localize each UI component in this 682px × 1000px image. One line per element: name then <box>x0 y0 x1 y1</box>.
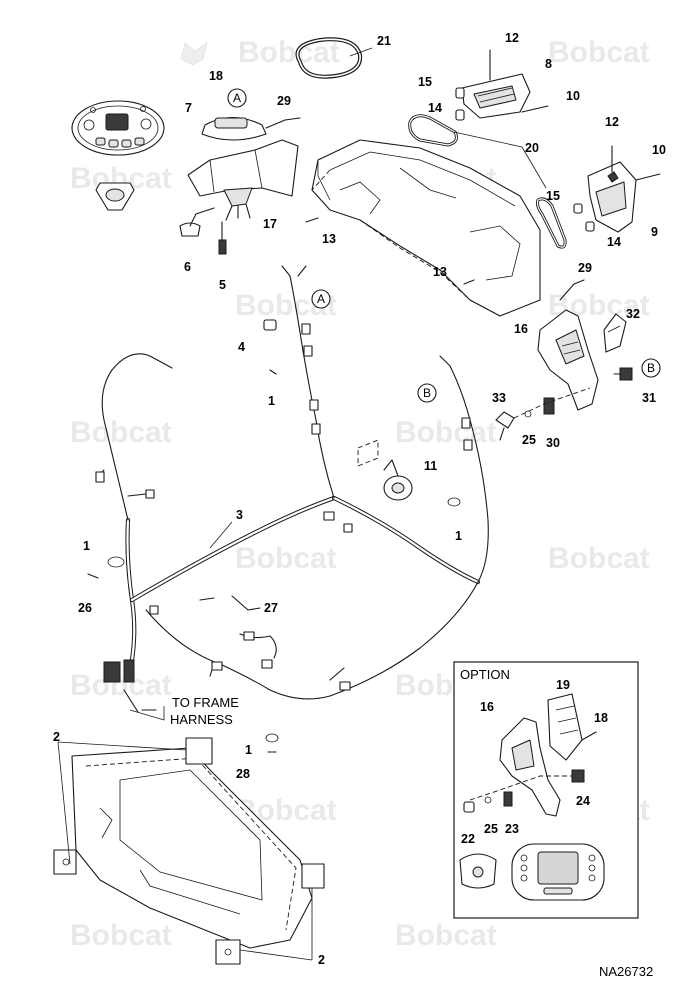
screws-illustration <box>305 217 475 285</box>
callout-number: 9 <box>651 225 658 239</box>
callout-number: 22 <box>461 832 475 846</box>
callout-number: 26 <box>78 601 92 615</box>
callout-number: 12 <box>505 31 519 45</box>
callout-number: 1 <box>268 394 275 408</box>
callout-number: 3 <box>236 508 243 522</box>
callout-number: 10 <box>652 143 666 157</box>
display-mount-illustration <box>179 116 301 255</box>
callout-number: 18 <box>594 711 608 725</box>
callout-number: 8 <box>545 57 552 71</box>
callout-number: 15 <box>418 75 432 89</box>
instrument-panel-illustration <box>71 100 165 156</box>
reference-marker <box>311 289 331 309</box>
callout-number: 5 <box>219 278 226 292</box>
option-box: OPTION <box>453 661 639 919</box>
side-console-illustration <box>537 279 633 411</box>
reference-marker <box>417 383 437 403</box>
callout-number: 27 <box>264 601 278 615</box>
callout-number: 14 <box>607 235 621 249</box>
watermark-text: Bobcat <box>70 416 172 449</box>
reference-marker <box>227 88 247 108</box>
callout-number: 33 <box>492 391 506 405</box>
callout-number: 13 <box>322 232 336 246</box>
callout-number: 15 <box>546 189 560 203</box>
to-frame-harness-label-line1: TO FRAME <box>172 695 239 710</box>
reference-marker-label: A <box>233 91 241 105</box>
callout-number: 31 <box>642 391 656 405</box>
callout-number: 7 <box>185 101 192 115</box>
callout-number: 17 <box>263 217 277 231</box>
callout-number: 28 <box>236 767 250 781</box>
callout-number: 16 <box>514 322 528 336</box>
watermark-text: Bobcat <box>548 542 650 575</box>
callout-number: 12 <box>605 115 619 129</box>
callout-number: 14 <box>428 101 442 115</box>
reference-markers: A A B B <box>227 88 661 403</box>
callout-number: 29 <box>277 94 291 108</box>
callout-number: 20 <box>525 141 539 155</box>
watermark-text: Bobcat <box>548 36 650 69</box>
reference-marker-label: A <box>317 292 325 306</box>
reference-marker-label: B <box>423 386 431 400</box>
callout-number: 16 <box>480 700 494 714</box>
callout-number: 30 <box>546 436 560 450</box>
callout-number: 13 <box>433 265 447 279</box>
callout-number: 25 <box>522 433 536 447</box>
lower-frame-illustration <box>53 733 325 965</box>
reference-marker <box>641 358 661 378</box>
panel-bezel-illustration <box>95 182 135 211</box>
callout-number: 21 <box>377 34 391 48</box>
callout-number: 29 <box>578 261 592 275</box>
callout-number: 10 <box>566 89 580 103</box>
callout-number: 6 <box>184 260 191 274</box>
callout-number: 11 <box>424 459 437 473</box>
cab-roof-illustration <box>311 139 541 317</box>
callout-number: 4 <box>238 340 245 354</box>
callout-number: 32 <box>626 307 640 321</box>
hose-coil-illustration <box>295 37 363 79</box>
watermark-text: Bobcat <box>235 542 337 575</box>
reference-marker-label: B <box>647 361 655 375</box>
to-frame-harness-label-line2: HARNESS <box>170 712 233 727</box>
callout-number: 1 <box>455 529 462 543</box>
callout-number: 1 <box>83 539 90 553</box>
drawing-number: NA26732 <box>599 964 653 979</box>
callout-number: 18 <box>209 69 223 83</box>
callout-number: 2 <box>318 953 325 967</box>
switch-parts-illustration <box>495 387 591 441</box>
callout-number: 2 <box>53 730 60 744</box>
callout-number: 25 <box>484 822 498 836</box>
option-title: OPTION <box>460 667 510 682</box>
light-assembly-illustration <box>408 49 661 249</box>
watermark-text: Bobcat <box>70 669 172 702</box>
watermark-text: Bobcat <box>395 416 497 449</box>
callout-number: 1 <box>245 743 252 757</box>
watermark-text: Bobcat <box>70 919 172 952</box>
callout-number: 19 <box>556 678 570 692</box>
main-wiring-harness-illustration <box>87 265 489 713</box>
callout-number: 23 <box>505 822 519 836</box>
callout-number: 24 <box>576 794 590 808</box>
watermark-text: Bobcat <box>395 919 497 952</box>
horn-illustration <box>357 439 413 501</box>
callout-numbers: 1 1 1 1 1 2 2 3 4 5 6 7 8 9 10 10 11 12 … <box>53 31 666 967</box>
leader-lines <box>57 47 547 961</box>
